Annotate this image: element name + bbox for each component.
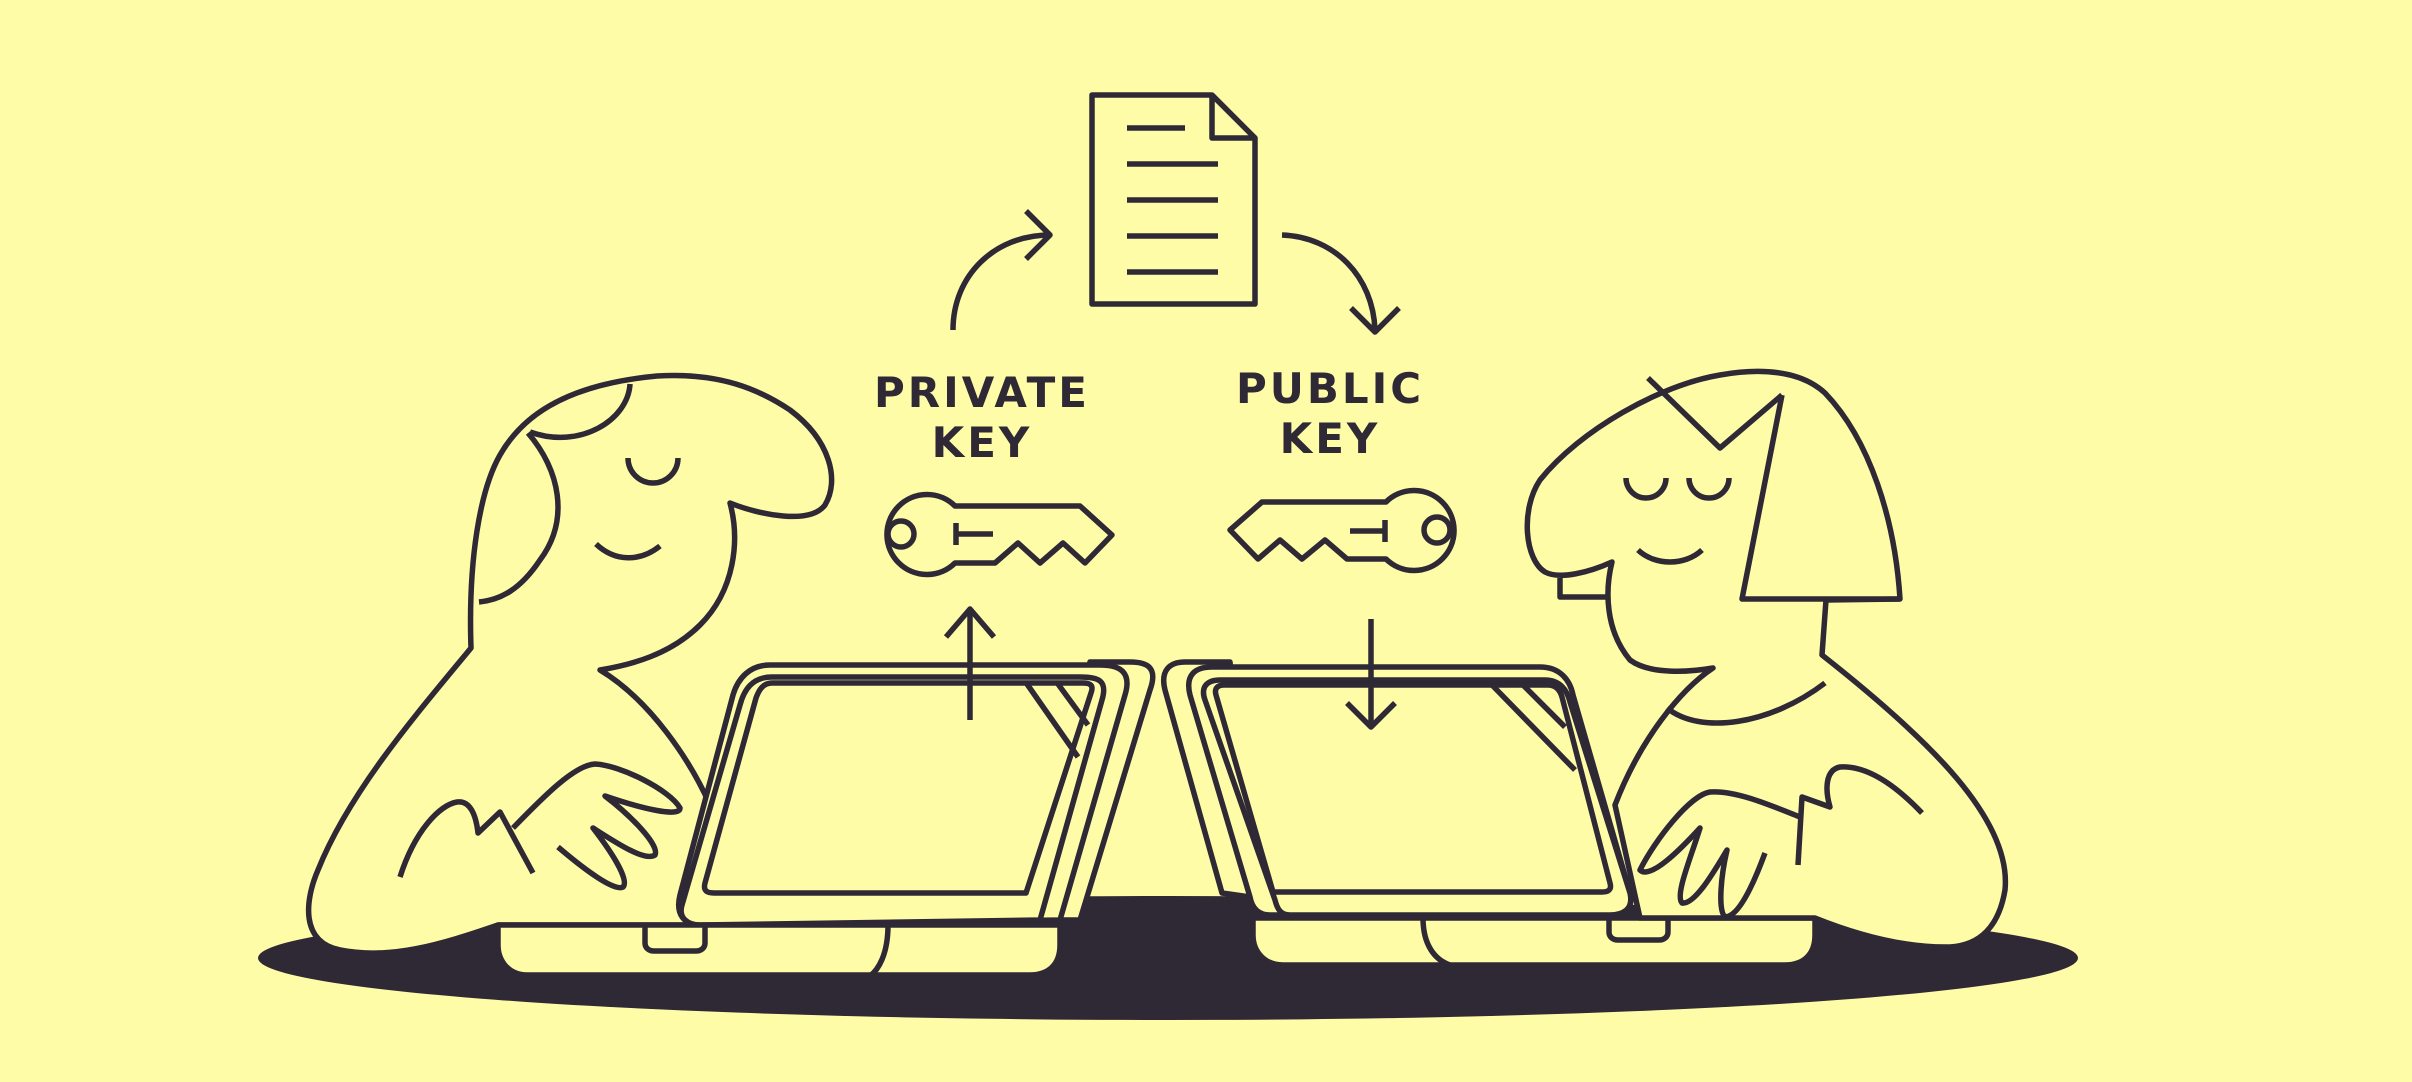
public-key-icon: [1227, 487, 1457, 574]
public-key-label-line1: PUBLIC: [1235, 364, 1425, 413]
closed-eye: [1686, 477, 1732, 501]
left-laptop: [495, 659, 1156, 979]
smile: [594, 541, 662, 561]
private-key-icon: [884, 491, 1115, 578]
public-key-label: PUBLIC KEY: [1210, 364, 1450, 464]
arrow-down-icon: [1345, 619, 1397, 730]
curved-arrow-from-document-icon: [1281, 232, 1401, 335]
private-key-label-line1: PRIVATE: [874, 368, 1090, 417]
private-key-label-line2: KEY: [931, 418, 1033, 467]
public-key-label-line2: KEY: [1279, 414, 1381, 463]
private-key-label: PRIVATE KEY: [862, 368, 1102, 468]
curved-arrow-to-document-icon: [950, 209, 1053, 331]
arrow-up-icon: [943, 606, 997, 720]
right-laptop: [1161, 659, 1818, 968]
smile: [1636, 547, 1704, 565]
closed-eye: [1623, 477, 1669, 501]
closed-eye: [625, 457, 681, 486]
right-person: [1524, 368, 2009, 950]
document-icon: [1089, 92, 1258, 307]
